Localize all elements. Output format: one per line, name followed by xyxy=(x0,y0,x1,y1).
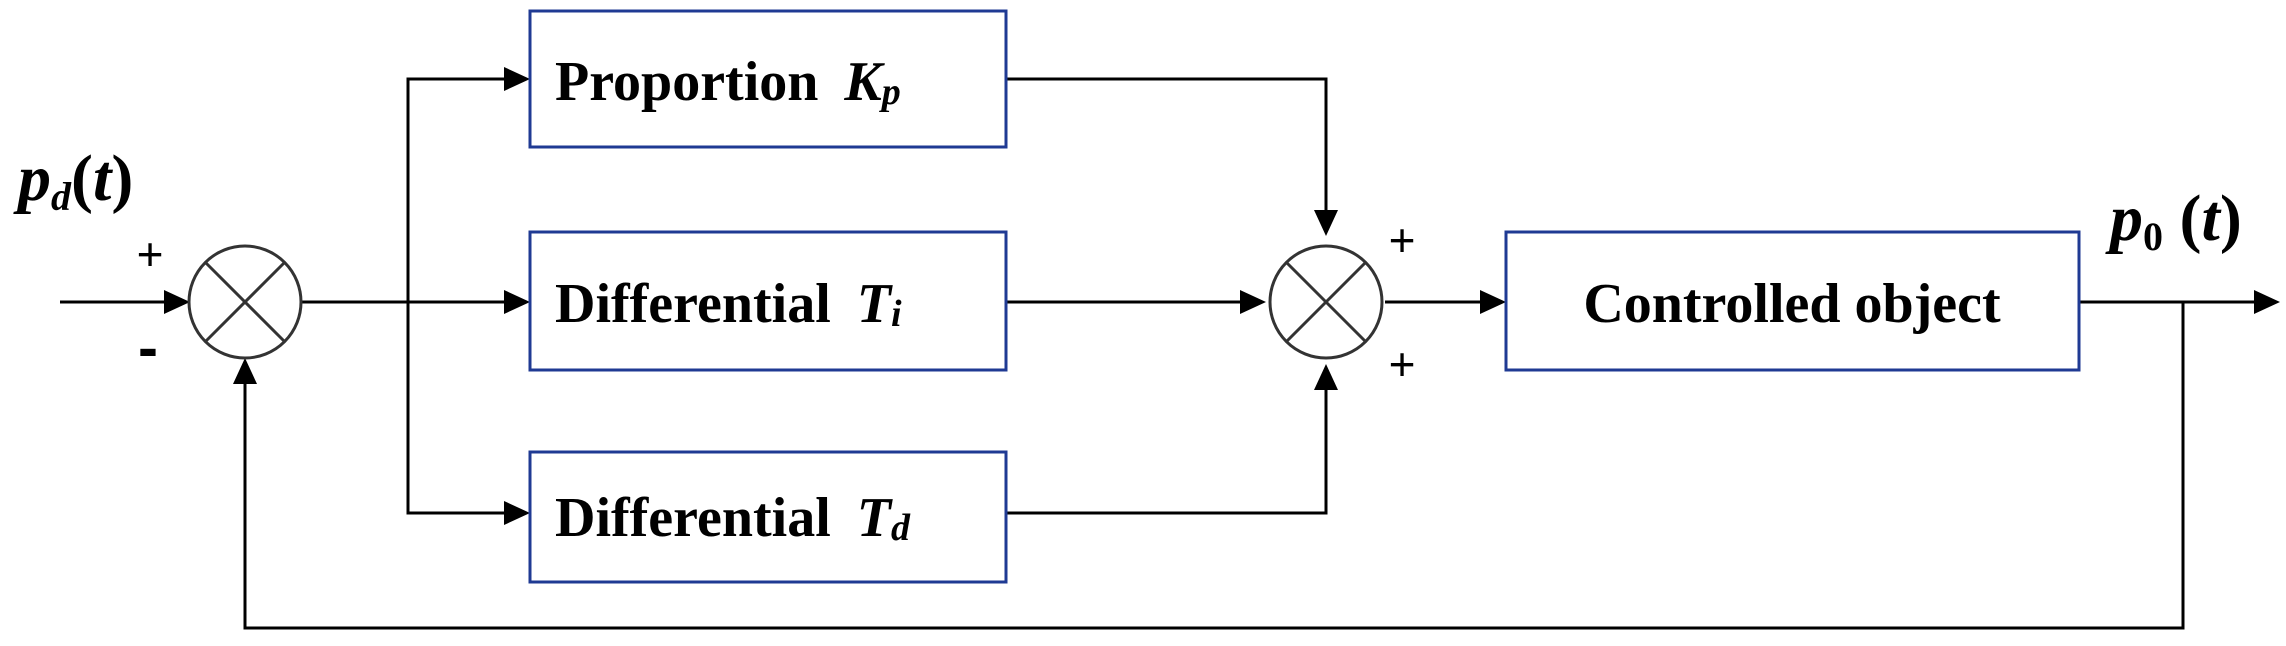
integral-gain: T xyxy=(857,273,894,335)
feedback-wire xyxy=(243,302,2185,630)
input-plus-sign: + xyxy=(137,228,164,280)
arrowhead-sum-top xyxy=(1314,210,1338,236)
plant-label: Controlled object xyxy=(1583,273,2001,335)
proportion-label: Proportion xyxy=(555,51,818,113)
arrowhead-proportion-in xyxy=(504,67,530,91)
proportion-out-wire xyxy=(1006,77,1328,210)
branch-wire-proportion xyxy=(406,77,510,302)
arrowhead-output xyxy=(2254,290,2280,314)
signal-wires xyxy=(60,77,2256,630)
derivative-gain: T xyxy=(857,487,894,549)
integral-gain-sub: i xyxy=(891,293,902,335)
arrowhead-input xyxy=(164,290,190,314)
integral-label: Differential xyxy=(555,273,831,335)
proportion-gain-sub: p xyxy=(879,71,901,113)
derivative-gain-sub: d xyxy=(891,507,911,549)
sum-top-plus-sign: + xyxy=(1389,214,1416,266)
integral-block: Differential Ti xyxy=(528,230,1008,372)
output-summing-junction xyxy=(1268,244,1384,360)
branch-wire-derivative xyxy=(406,302,510,515)
derivative-label: Differential xyxy=(555,487,831,549)
proportion-block: Proportion Kp xyxy=(528,9,1008,149)
derivative-block: Differential Td xyxy=(528,450,1008,584)
error-summing-junction xyxy=(187,244,303,360)
arrowhead-integral-in xyxy=(504,290,530,314)
feedback-minus-sign: - xyxy=(138,314,158,381)
arrowhead-plant-in xyxy=(1480,290,1506,314)
arrowhead-sum-bottom xyxy=(1314,364,1338,390)
input-signal-label: pd(t) xyxy=(13,142,133,219)
proportion-gain: K xyxy=(843,51,885,113)
plant-block: Controlled object xyxy=(1504,230,2081,372)
arrowhead-derivative-in xyxy=(504,501,530,525)
arrowhead-feedback xyxy=(233,358,257,384)
output-signal-label: p0 (t) xyxy=(2105,182,2242,259)
sum-bottom-plus-sign: + xyxy=(1389,338,1416,390)
arrowhead-sum-left xyxy=(1240,290,1266,314)
arrowheads xyxy=(164,67,2280,525)
derivative-out-wire xyxy=(1006,388,1328,515)
